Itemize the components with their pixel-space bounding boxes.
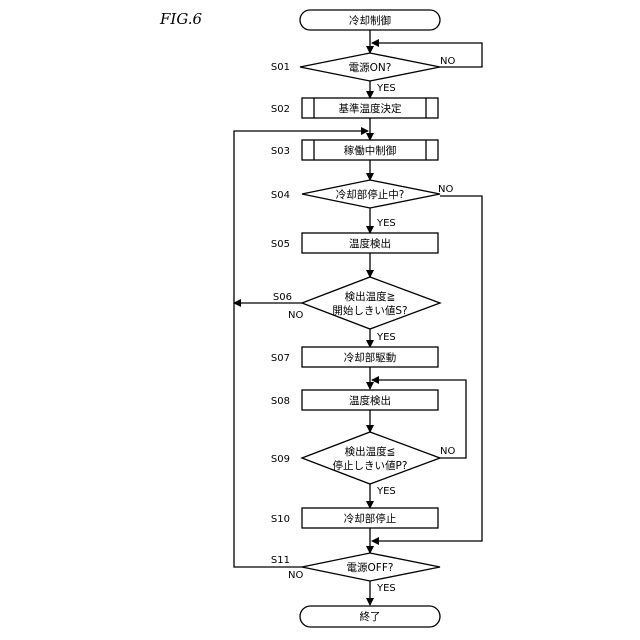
step-s10-process: 冷却部停止 (302, 508, 438, 528)
step-s02-process: 基準温度決定 (302, 98, 438, 118)
s11-step-id: S11 (271, 555, 290, 566)
step-s06-decision: 検出温度≧ 開始しきい値S? (302, 277, 440, 329)
step-s08-process: 温度検出 (302, 390, 438, 410)
s07-text: 冷却部駆動 (344, 351, 397, 364)
s01-text: 電源ON? (349, 61, 392, 74)
s08-step-id: S08 (271, 396, 290, 407)
s08-text: 温度検出 (349, 394, 391, 407)
s06-text-line1: 検出温度≧ (345, 290, 396, 303)
step-s04-decision: 冷却部停止中? (302, 180, 440, 208)
s05-text: 温度検出 (349, 237, 391, 250)
end-label: 終了 (360, 610, 381, 623)
s01-step-id: S01 (271, 62, 290, 73)
s11-text: 電源OFF? (347, 561, 394, 574)
step-s07-process: 冷却部駆動 (302, 347, 438, 367)
s11-yes-label: YES (376, 583, 396, 594)
s11-no-label: NO (288, 570, 303, 581)
s03-step-id: S03 (271, 146, 290, 157)
s06-yes-label: YES (376, 332, 396, 343)
s09-yes-label: YES (376, 486, 396, 497)
s02-text: 基準温度決定 (339, 102, 402, 115)
step-s01-decision: 電源ON? (300, 53, 440, 81)
s04-no-label: NO (438, 184, 453, 195)
s10-step-id: S10 (271, 514, 290, 525)
step-s09-decision: 検出温度≦ 停止しきい値P? (302, 432, 440, 484)
s06-no-label: NO (288, 310, 303, 321)
s01-no-label: NO (440, 56, 455, 67)
s01-yes-label: YES (376, 83, 396, 94)
s06-text-line2: 開始しきい値S? (332, 304, 407, 317)
s05-step-id: S05 (271, 239, 290, 250)
step-s11-decision: 電源OFF? (302, 553, 440, 581)
s06-step-id: S06 (273, 292, 292, 303)
s02-step-id: S02 (271, 104, 290, 115)
s04-step-id: S04 (271, 190, 290, 201)
s04-yes-label: YES (376, 218, 396, 229)
s03-text: 稼働中制御 (344, 144, 397, 157)
figure-label: FIG.6 (159, 10, 203, 28)
s10-text: 冷却部停止 (344, 512, 397, 525)
s09-step-id: S09 (271, 454, 290, 465)
start-terminal: 冷却制御 (300, 10, 440, 30)
s09-text-line2: 停止しきい値P? (333, 459, 408, 472)
s04-text: 冷却部停止中? (336, 188, 405, 201)
step-s03-process: 稼働中制御 (302, 140, 438, 160)
step-s05-process: 温度検出 (302, 233, 438, 253)
end-terminal: 終了 (300, 606, 440, 627)
s09-text-line1: 検出温度≦ (345, 445, 396, 458)
s09-no-label: NO (440, 446, 455, 457)
s07-step-id: S07 (271, 353, 290, 364)
start-label: 冷却制御 (349, 14, 391, 27)
